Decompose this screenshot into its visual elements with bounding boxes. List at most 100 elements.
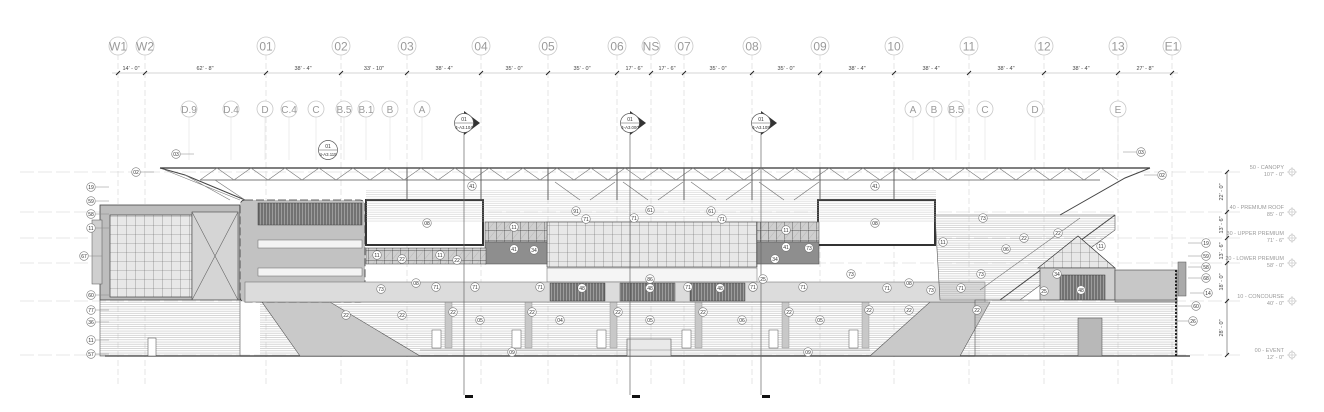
keynote-circle bbox=[698, 307, 708, 317]
grid-label: A bbox=[910, 105, 917, 116]
keynote-label: 22 bbox=[866, 308, 872, 314]
keynote-circle bbox=[86, 305, 96, 315]
keynote-label: 59 bbox=[1203, 254, 1209, 260]
keynote-circle bbox=[475, 315, 485, 325]
keynote-tag: 67 bbox=[79, 251, 89, 261]
roof-v-truss bbox=[622, 181, 684, 201]
keynote-label: 48 bbox=[579, 286, 585, 292]
grid-label: 11 bbox=[963, 40, 976, 54]
keynote-circle bbox=[527, 307, 537, 317]
keynote-circle bbox=[803, 347, 813, 357]
keynote-label: 11 bbox=[437, 253, 442, 259]
keynote-label: 06 bbox=[739, 318, 745, 324]
keynote-tag: 71 bbox=[629, 213, 639, 223]
keynote-label: 71 bbox=[884, 286, 890, 292]
dimension-tick bbox=[545, 70, 551, 76]
dimension-tick bbox=[404, 70, 410, 76]
keynote-label: 11 bbox=[88, 338, 93, 344]
grid-label: 07 bbox=[677, 40, 691, 54]
grid-bubble-secondary: C.4 bbox=[280, 100, 298, 160]
keynote-circle bbox=[509, 222, 519, 232]
keynote-label: 48 bbox=[1078, 288, 1084, 294]
keynote-label: 22 bbox=[906, 308, 912, 314]
grid-bubble-circle bbox=[976, 100, 994, 118]
keynote-label: 25 bbox=[760, 277, 766, 283]
keynote-label: 22 bbox=[1021, 236, 1027, 242]
keynote-tag: 86 bbox=[645, 274, 655, 284]
keynote-label: 22 bbox=[1055, 231, 1061, 237]
level-name: 20 - LOWER PREMIUM bbox=[1225, 256, 1284, 262]
keynote-tag: 11 bbox=[1096, 241, 1106, 251]
grid-bubble-secondary: C bbox=[307, 100, 325, 160]
keynote-label: 22 bbox=[700, 310, 706, 316]
grid-bubble-secondary: D.9 bbox=[180, 100, 198, 160]
left-curtain-wall bbox=[109, 214, 193, 298]
keynote-tag: 59 bbox=[1201, 251, 1211, 261]
dimension-tick bbox=[478, 70, 484, 76]
keynote-circle bbox=[645, 205, 655, 215]
keynote-label: 11 bbox=[1098, 244, 1103, 250]
keynote-circle bbox=[956, 283, 966, 293]
keynote-circle bbox=[781, 225, 791, 235]
keynote-circle bbox=[1076, 285, 1086, 295]
keynote-circle bbox=[864, 305, 874, 315]
keynote-circle bbox=[435, 250, 445, 260]
keynote-label: 34 bbox=[772, 257, 778, 263]
grid-label: B bbox=[931, 105, 938, 116]
keynote-label: 41 bbox=[511, 247, 517, 253]
keynote-tag: 11 bbox=[86, 223, 96, 233]
grid-bubble-secondary: B.1 bbox=[357, 100, 375, 160]
keynote-label: 22 bbox=[343, 313, 349, 319]
keynote-circle bbox=[535, 282, 545, 292]
keynote-circle bbox=[926, 285, 936, 295]
dimension-tick bbox=[1224, 352, 1230, 358]
keynote-circle bbox=[770, 254, 780, 264]
dimension-label: 62' - 8" bbox=[196, 66, 213, 72]
keynote-circle bbox=[581, 214, 591, 224]
keynote-circle bbox=[717, 214, 727, 224]
section-marker: 014-A3.000 bbox=[620, 111, 646, 135]
level-elevation: 40' - 0" bbox=[1267, 301, 1284, 307]
keynote-tag: 19 bbox=[1201, 238, 1211, 248]
keynote-tag: 19 bbox=[86, 182, 96, 192]
keynote-circle bbox=[529, 245, 539, 255]
keynote-label: 08 bbox=[872, 221, 878, 227]
level-target-cross bbox=[1287, 233, 1297, 243]
deck-rake-line bbox=[979, 217, 1081, 291]
keynote-tag: 14 bbox=[1203, 288, 1213, 298]
grid-label: B.5 bbox=[336, 105, 351, 116]
section-cut-mark bbox=[762, 395, 770, 398]
dimension-tick bbox=[263, 70, 269, 76]
keynote-label: 71 bbox=[719, 217, 725, 223]
keynote-circle bbox=[715, 283, 725, 293]
grid-bubble-circle bbox=[810, 36, 830, 56]
keynote-label: 06 bbox=[1003, 247, 1009, 253]
keynote-tag: 22 bbox=[613, 307, 623, 317]
dimension-label: 17' - 6" bbox=[658, 66, 675, 72]
keynote-circle bbox=[846, 269, 856, 279]
grid-bubble-circle bbox=[256, 36, 276, 56]
keynote-label: 73 bbox=[378, 287, 384, 293]
keynote-tag: 71 bbox=[882, 283, 892, 293]
keynote-tag: 22 bbox=[448, 307, 458, 317]
dimension-label: 33' - 10" bbox=[364, 66, 384, 72]
keynote-label: 09 bbox=[509, 350, 515, 356]
keynote-tag: 71 bbox=[748, 282, 758, 292]
keynote-label: 05 bbox=[477, 318, 483, 324]
keynote-circle bbox=[1136, 147, 1146, 157]
keynote-label: 08 bbox=[906, 281, 912, 287]
keynote-label: 22 bbox=[450, 310, 456, 316]
keynote-circle bbox=[171, 149, 181, 159]
keynote-circle bbox=[1201, 251, 1211, 261]
canopy-right-cantilever bbox=[1059, 167, 1151, 216]
grid-bubble-circle bbox=[108, 36, 128, 56]
right-podium bbox=[974, 299, 1178, 357]
keynote-tag: 71 bbox=[470, 282, 480, 292]
keynote-circle bbox=[1203, 288, 1213, 298]
keynote-label: 61 bbox=[708, 209, 714, 215]
keynote-tag: 73 bbox=[376, 284, 386, 294]
keynote-circle bbox=[86, 335, 96, 345]
keynote-tag: 60 bbox=[86, 290, 96, 300]
dimension-label: 38' - 4" bbox=[1072, 66, 1089, 72]
